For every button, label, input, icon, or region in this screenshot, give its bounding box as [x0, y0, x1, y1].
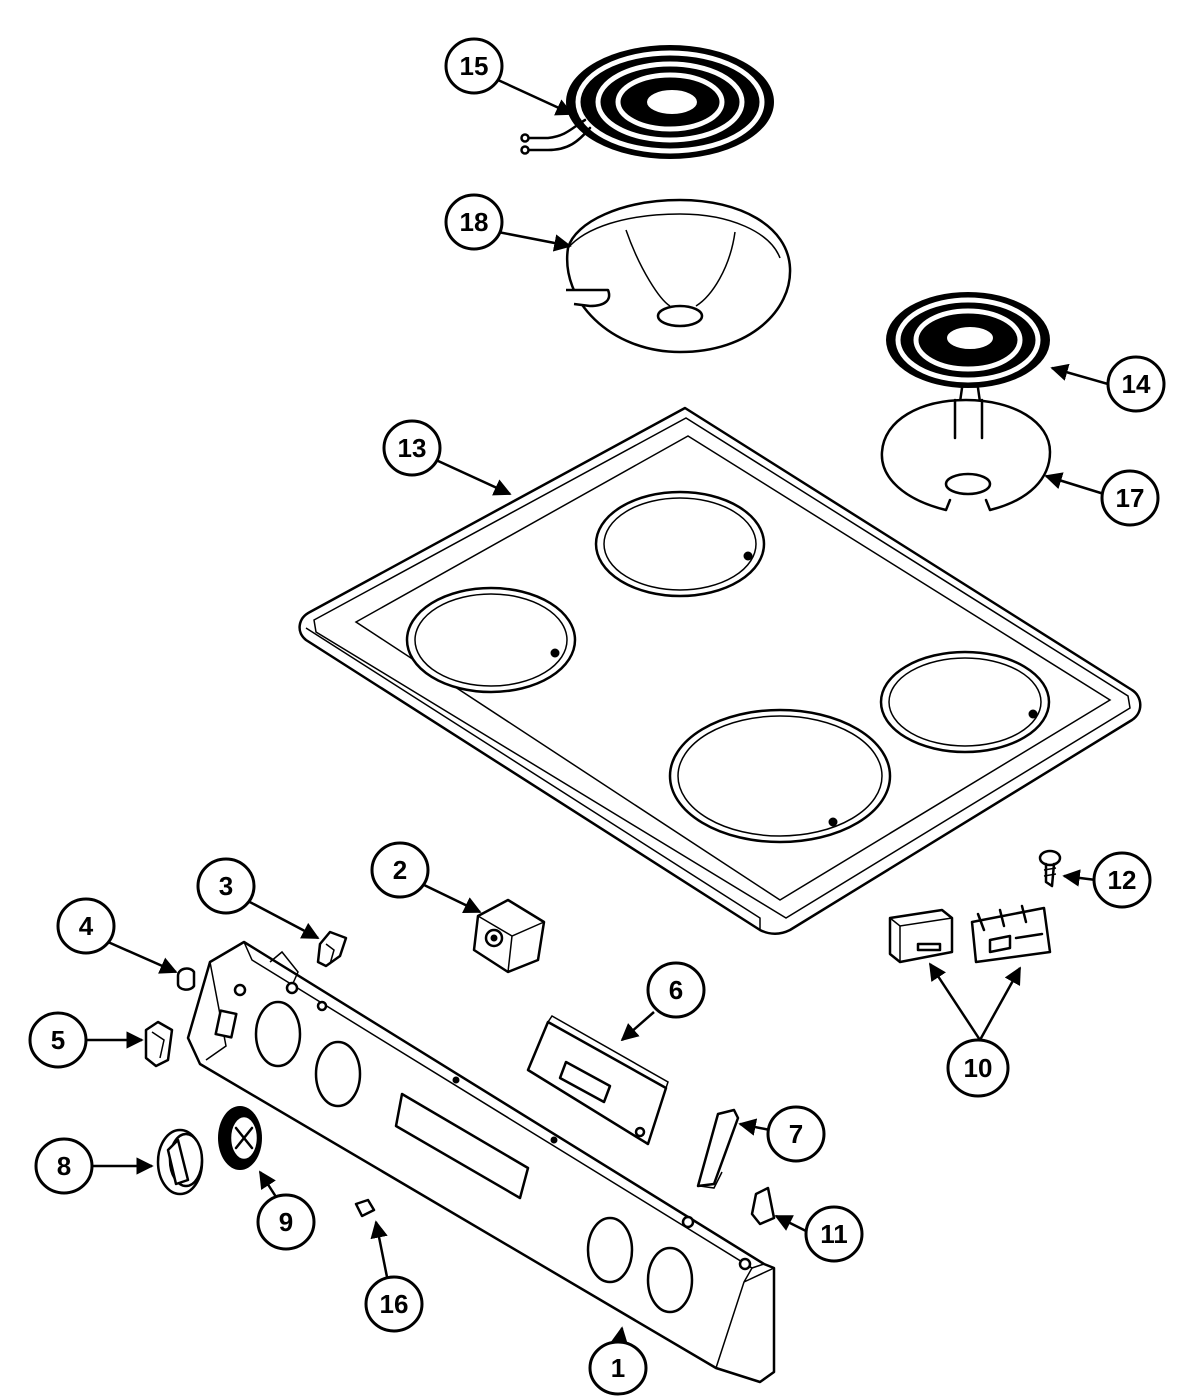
callout-18: 18	[444, 193, 504, 251]
drip-bowl-small	[880, 398, 1052, 512]
callout-8: 8	[34, 1137, 94, 1195]
callout-3: 3	[196, 857, 256, 915]
callout-label-2: 2	[393, 855, 407, 885]
callout-13: 13	[382, 419, 442, 477]
callout-9: 9	[256, 1193, 316, 1251]
callout-label-8: 8	[57, 1151, 71, 1181]
callout-label-10: 10	[964, 1053, 993, 1083]
callout-10: 10	[946, 1038, 1010, 1098]
callout-17: 17	[1100, 469, 1160, 527]
surface-element-large	[520, 45, 774, 159]
callout-label-18: 18	[460, 207, 489, 237]
clip	[316, 930, 348, 968]
callout-label-14: 14	[1122, 369, 1151, 399]
callout-label-4: 4	[79, 911, 94, 941]
callout-2: 2	[370, 841, 430, 899]
cooktop	[298, 406, 1142, 935]
callout-label-9: 9	[279, 1207, 293, 1237]
callout-label-17: 17	[1116, 483, 1145, 513]
callout-label-13: 13	[398, 433, 427, 463]
bracket	[696, 1108, 740, 1189]
callout-5: 5	[28, 1011, 88, 1069]
switch-block	[472, 898, 546, 974]
rocker-switch	[144, 1020, 174, 1068]
callout-label-7: 7	[789, 1119, 803, 1149]
callout-label-3: 3	[219, 871, 233, 901]
callout-14: 14	[1106, 355, 1166, 413]
callout-label-12: 12	[1108, 865, 1137, 895]
screw	[1038, 849, 1062, 888]
small-switch	[750, 1186, 776, 1226]
button-small-2	[354, 1198, 376, 1218]
infinite-switch-pair	[888, 904, 1052, 964]
drip-bowl-large	[565, 198, 792, 354]
callout-4: 4	[56, 897, 116, 955]
control-panel	[186, 940, 776, 1384]
callout-label-5: 5	[51, 1025, 65, 1055]
button-small	[176, 967, 196, 991]
callout-label-16: 16	[380, 1289, 409, 1319]
callout-label-6: 6	[669, 975, 683, 1005]
callout-label-15: 15	[460, 51, 489, 81]
callout-6: 6	[646, 961, 706, 1019]
callout-12: 12	[1092, 851, 1152, 909]
callout-label-1: 1	[611, 1353, 625, 1383]
callout-11: 11	[804, 1205, 864, 1263]
callout-7: 7	[766, 1105, 826, 1163]
leader-lines	[84, 78, 1109, 1353]
knob	[156, 1128, 204, 1196]
callout-16: 16	[364, 1275, 424, 1333]
callout-label-11: 11	[820, 1219, 848, 1249]
knob-skirt	[218, 1106, 262, 1170]
clock-module	[526, 1015, 669, 1146]
callout-15: 15	[444, 37, 504, 95]
callout-1: 1	[588, 1340, 648, 1396]
